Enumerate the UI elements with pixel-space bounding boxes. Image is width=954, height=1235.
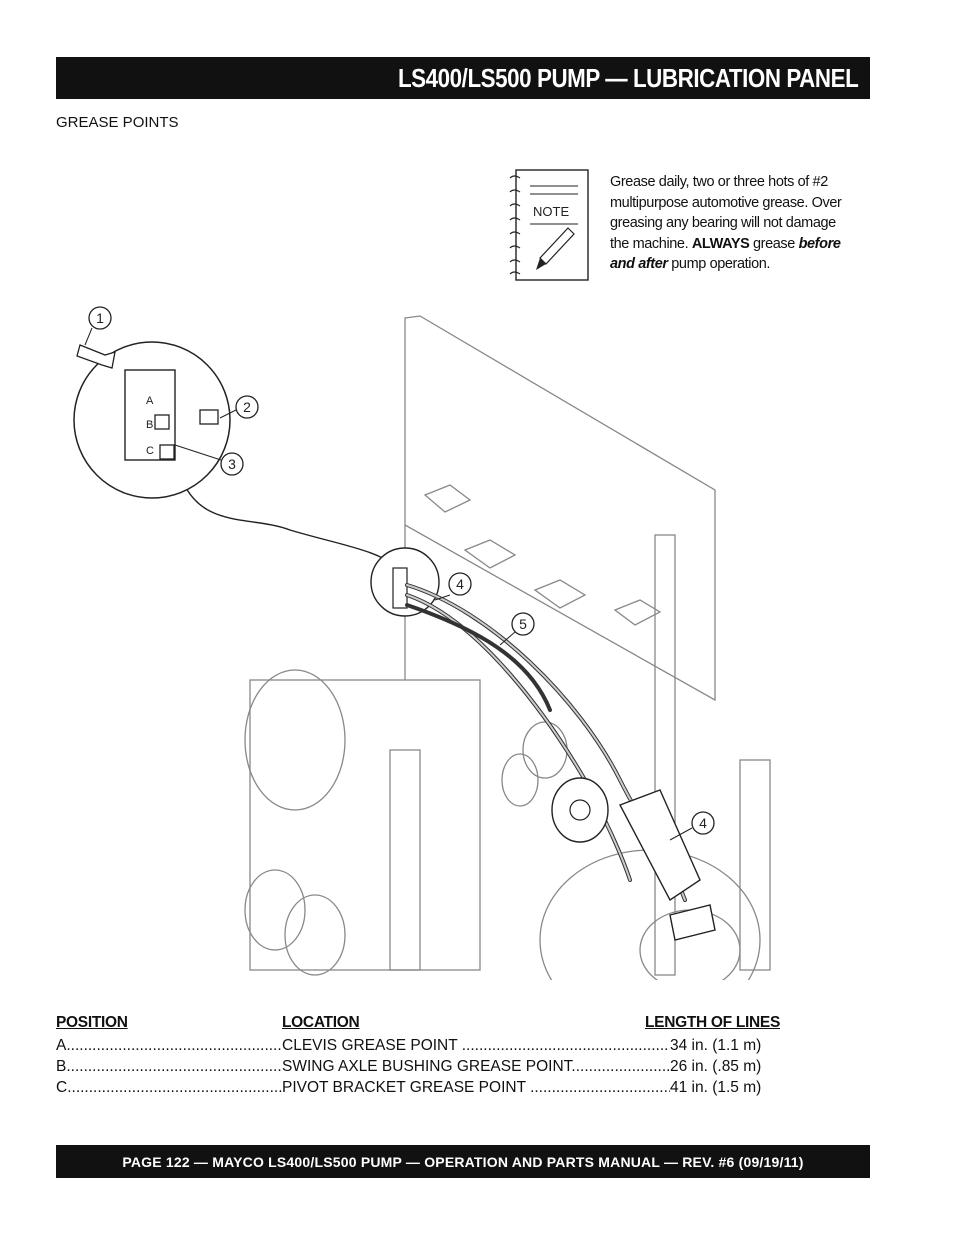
note-icon-label: NOTE [533, 204, 569, 219]
footer-bar: PAGE 122 — MAYCO LS400/LS500 PUMP — OPER… [56, 1145, 870, 1178]
table-row: B.......................................… [56, 1058, 762, 1075]
col-header-length: LENGTH OF LINES [645, 1014, 781, 1031]
callout-5: 5 [519, 616, 527, 632]
note-text: Grease daily, two or three hots of #2 mu… [610, 172, 860, 275]
footer-text: PAGE 122 — MAYCO LS400/LS500 PUMP — OPER… [122, 1153, 804, 1170]
section-label: GREASE POINTS [56, 114, 179, 131]
note-notebook-icon: NOTE [509, 169, 589, 281]
col-header-position: POSITION [56, 1014, 128, 1031]
note-line: greasing any bearing will not damage [610, 215, 836, 231]
callout-1: 1 [96, 310, 104, 326]
col-header-location: LOCATION [282, 1014, 360, 1031]
title-bar: LS400/LS500 PUMP — LUBRICATION PANEL [56, 57, 870, 99]
callout-4-lower: 4 [699, 815, 707, 831]
callout-2: 2 [243, 399, 251, 415]
callout-4-upper: 4 [456, 576, 464, 592]
note-line: and after pump operation. [610, 256, 771, 272]
port-label-b: B [146, 419, 153, 431]
note-line: multipurpose automotive grease. Over [610, 194, 842, 211]
table-row: C.......................................… [56, 1079, 762, 1096]
pencil-icon [536, 227, 575, 270]
note-line: Grease daily, two or three hots of #2 [610, 174, 828, 190]
port-label-a: A [146, 395, 154, 407]
table-row: A.......................................… [56, 1037, 762, 1054]
note-line: the machine. ALWAYS grease before [610, 235, 841, 252]
page-title: LS400/LS500 PUMP — LUBRICATION PANEL [397, 62, 859, 93]
port-label-c: C [146, 445, 154, 457]
lubrication-panel-diagram: A B C 1 2 3 4 5 4 [73, 306, 771, 980]
callout-3: 3 [228, 456, 236, 472]
